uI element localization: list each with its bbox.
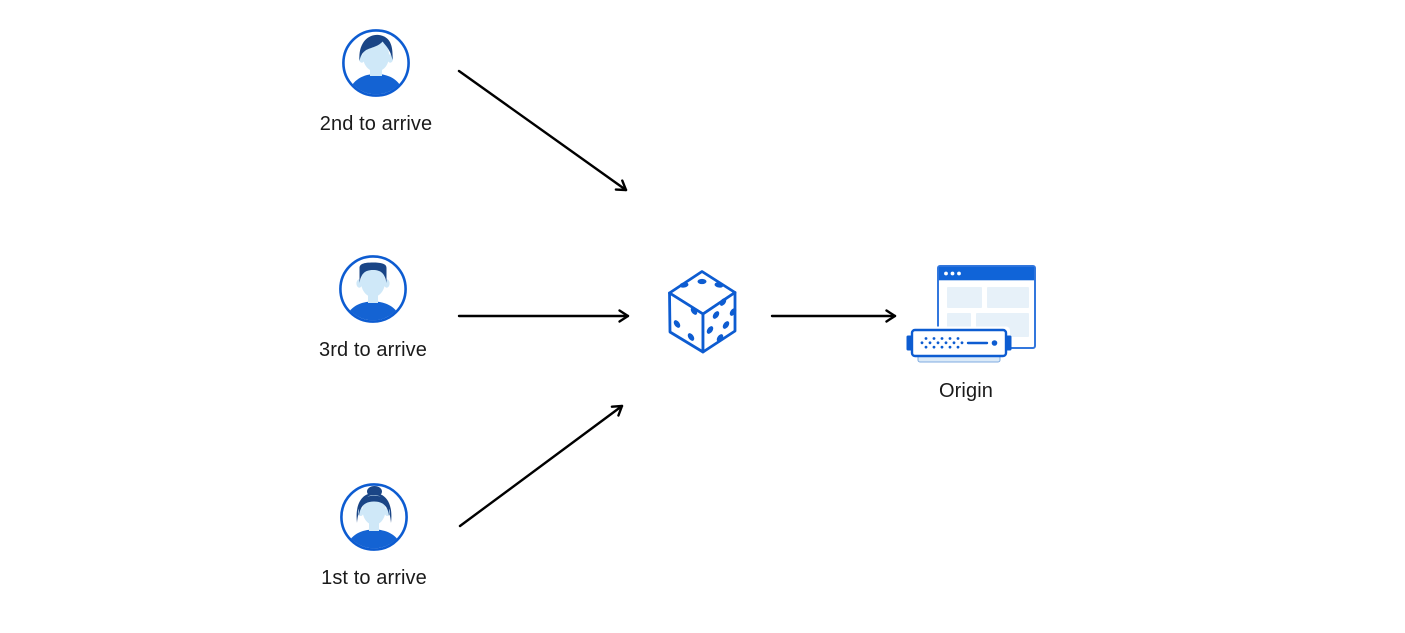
origin-server-icon	[906, 265, 1036, 363]
node-dice	[666, 267, 738, 360]
node-visitor-3rd: 3rd to arrive	[293, 254, 453, 362]
visitor-3rd-label: 3rd to arrive	[318, 339, 427, 361]
user-avatar-female-bun-icon	[340, 483, 408, 551]
server-appliance-icon	[906, 326, 1012, 363]
node-visitor-2nd: 2nd to arrive	[296, 28, 456, 136]
dice-icon	[668, 270, 737, 354]
user-avatar-male-flattop-icon	[339, 255, 407, 323]
arrow-visitor-1st-to-dice	[458, 404, 624, 528]
arrow-visitor-2nd-to-dice	[457, 69, 628, 192]
visitor-1st-label: 1st to arrive	[321, 567, 427, 589]
node-origin: Origin	[886, 264, 1046, 403]
origin-label: Origin	[939, 380, 993, 402]
user-avatar-male-swoopy-hair-icon	[342, 29, 410, 97]
window-dots-icon	[944, 271, 961, 276]
node-visitor-1st: 1st to arrive	[294, 482, 454, 590]
visitor-2nd-label: 2nd to arrive	[319, 113, 433, 135]
